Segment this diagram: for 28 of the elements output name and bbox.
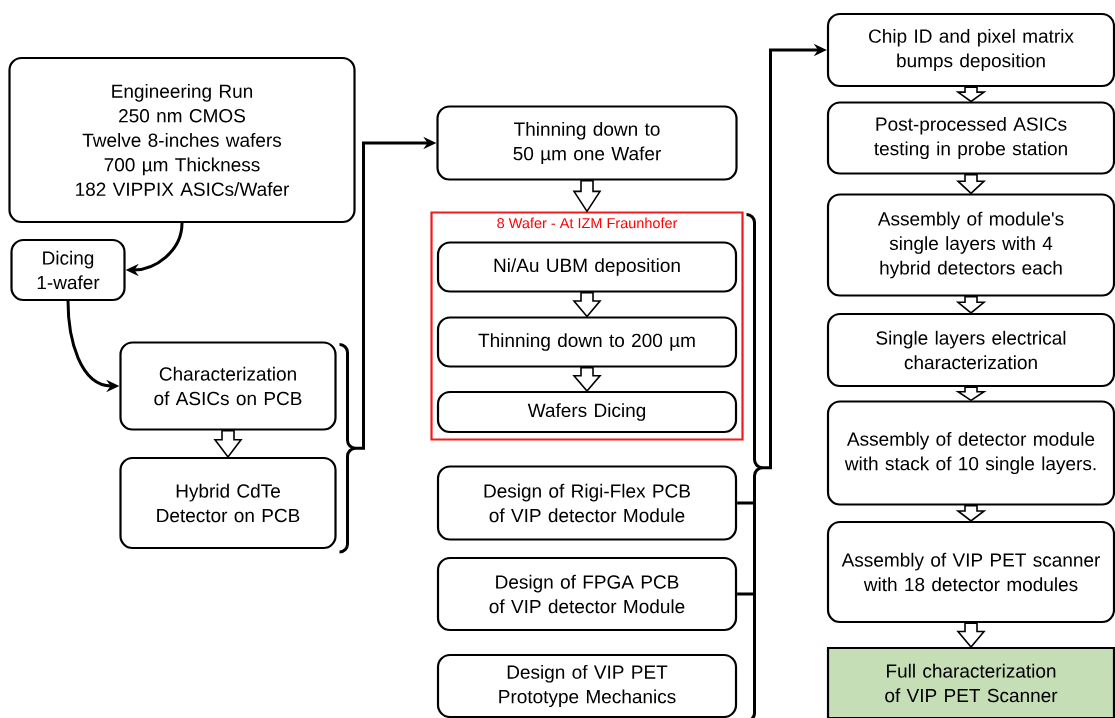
process-box: Thinning down to 50 µm one Wafer	[436, 105, 738, 181]
hollow-arrow	[572, 179, 602, 213]
hollow-arrow	[955, 295, 987, 314]
process-box: Post-processed ASICs testing in probe station	[826, 101, 1115, 175]
process-box: Engineering Run 250 nm CMOS Twelve 8-inches wafers 700 µm Thickness 182 VIPPIX ASICs/Wafer	[8, 56, 356, 224]
hollow-arrow	[956, 173, 987, 195]
process-box: Assembly of module's single layers with 4 hybrid detectors each	[826, 193, 1115, 297]
hollow-arrow	[572, 366, 602, 393]
process-box: Hybrid CdTe Detector on PCB	[119, 456, 337, 550]
process-box: Characterization of ASICs on PCB	[119, 341, 337, 431]
process-box: Design of VIP PET Prototype Mechanics	[436, 653, 738, 718]
process-box: Thinning down to 200 µm	[436, 316, 738, 368]
hollow-arrow	[956, 622, 986, 649]
process-box: Chip ID and pixel matrix bumps deposition	[826, 12, 1115, 88]
hollow-arrow	[213, 429, 243, 459]
process-box: Design of Rigi-Flex PCB of VIP detector Module	[436, 465, 738, 541]
hollow-arrow	[955, 386, 987, 402]
process-box: Assembly of VIP PET scanner with 18 detector modules	[826, 520, 1115, 624]
process-box: Dicing 1-wafer	[10, 238, 126, 302]
process-box: Single layers electrical characterization	[826, 312, 1115, 388]
hollow-arrow	[955, 504, 987, 522]
hollow-arrow	[955, 86, 987, 103]
process-box: Ni/Au UBM deposition	[436, 241, 738, 293]
process-box: Assembly of detector module with stack of 10 single layers.	[826, 400, 1115, 506]
process-box: Full characterization of VIP PET Scanner	[826, 646, 1115, 718]
hollow-arrow	[572, 291, 602, 318]
process-box: Design of FPGA PCB of VIP detector Module	[436, 556, 738, 632]
process-box: Wafers Dicing	[436, 390, 738, 434]
